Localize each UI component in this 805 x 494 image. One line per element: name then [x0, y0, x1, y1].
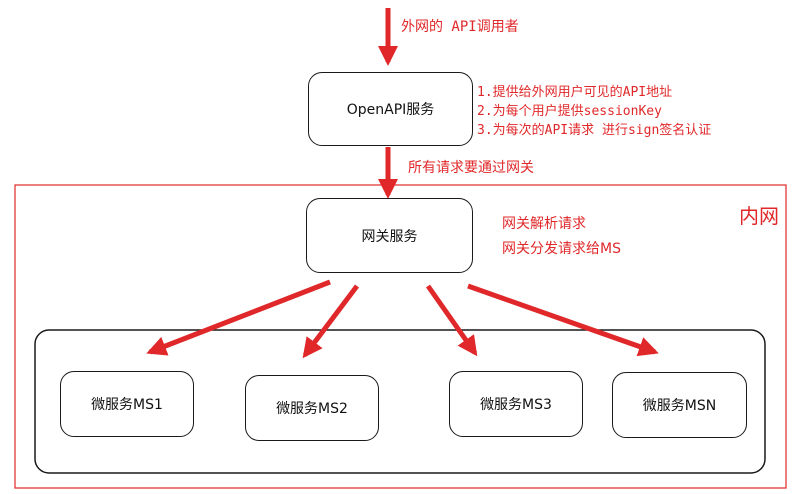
- microservice-ms2-box: 微服务MS2: [245, 375, 379, 441]
- intranet-frame: [14, 184, 787, 489]
- openapi-note-3: 3.为每次的API请求 进行sign签名认证: [477, 123, 712, 138]
- arrow-gateway-to-ms2: [302, 284, 359, 359]
- microservice-ms1-box: 微服务MS1: [60, 371, 194, 437]
- microservice-msn-label: 微服务MSN: [642, 398, 717, 414]
- intranet-label: 内网: [739, 204, 779, 228]
- arrow-gateway-to-ms1: [146, 279, 331, 356]
- gateway-arrow-label: 所有请求要通过网关: [408, 160, 534, 176]
- external-caller-label: 外网的 API调用者: [401, 19, 519, 35]
- microservice-msn-box: 微服务MSN: [612, 372, 747, 438]
- arrow-gateway-to-msn: [467, 283, 659, 357]
- microservice-ms2-label: 微服务MS2: [276, 401, 348, 417]
- microservice-ms1-label: 微服务MS1: [91, 397, 163, 413]
- openapi-note-1: 1.提供给外网用户可见的API地址: [477, 85, 673, 100]
- openapi-note-2: 2.为每个用户提供sessionKey: [477, 104, 662, 119]
- microservice-ms3-box: 微服务MS3: [449, 371, 583, 437]
- microservice-ms3-label: 微服务MS3: [480, 397, 552, 413]
- gateway-service-label: 网关服务: [361, 228, 418, 245]
- gateway-note-1: 网关解析请求: [502, 216, 586, 232]
- microservice-container: [34, 329, 766, 474]
- arrow-gateway-to-ms3: [425, 284, 478, 357]
- openapi-service-label: OpenAPI服务: [346, 102, 435, 118]
- gateway-note-2: 网关分发请求给MS: [502, 241, 621, 257]
- gateway-service-box: 网关服务: [306, 198, 473, 273]
- openapi-service-box: OpenAPI服务: [308, 72, 473, 146]
